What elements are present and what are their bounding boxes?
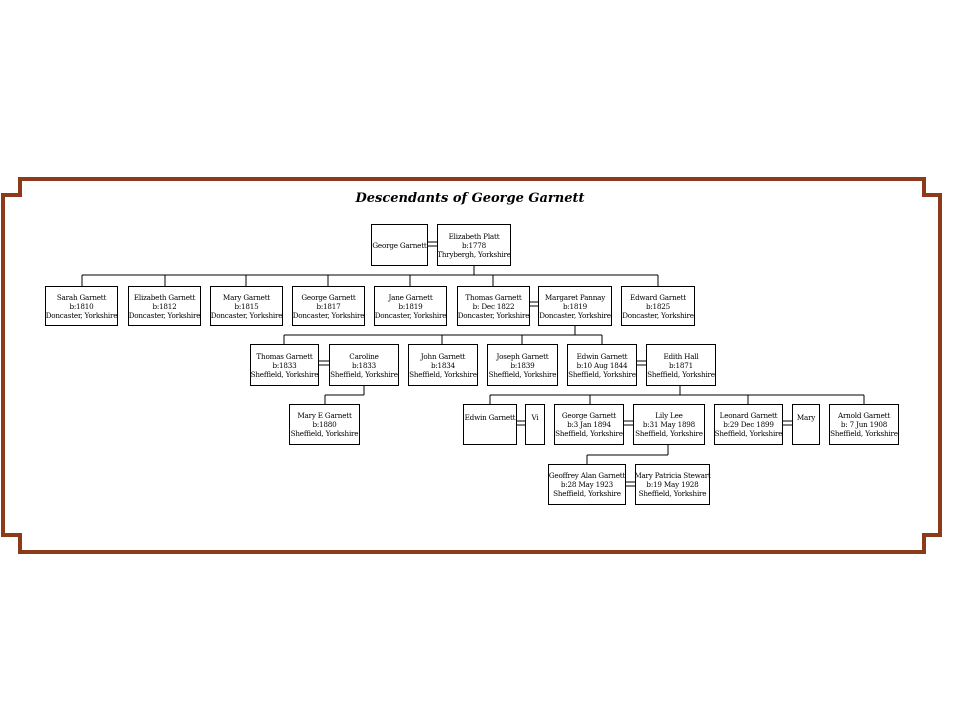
person-name: Mary Patricia Stewart bbox=[634, 471, 711, 480]
person-birth: b:1833 bbox=[351, 360, 377, 370]
person-birth: b: Dec 1822 bbox=[472, 301, 515, 311]
person-mary-wife[interactable]: Mary bbox=[792, 404, 820, 445]
person-place: Sheffield, Yorkshire bbox=[830, 429, 898, 438]
person-edward-garnett[interactable]: Edward Garnett b:1825 Doncaster, Yorkshi… bbox=[621, 286, 695, 326]
person-birth: b:1819 bbox=[398, 301, 423, 311]
person-place: Sheffield, Yorkshire bbox=[568, 369, 636, 379]
person-margaret-pannay[interactable]: Margaret Pannay b:1819 Doncaster, Yorksh… bbox=[538, 286, 612, 326]
person-name: Thomas Garnett bbox=[256, 351, 313, 361]
person-arnold-garnett[interactable]: Arnold Garnett b: 7 Jun 1908 Sheffield, … bbox=[829, 404, 899, 445]
person-place: Sheffield, Yorkshire bbox=[555, 429, 623, 438]
person-birth: b:1815 bbox=[234, 301, 259, 311]
person-edwin-garnett-jr[interactable]: Edwin Garnett bbox=[463, 404, 517, 445]
person-name: Jane Garnett bbox=[388, 292, 433, 302]
person-birth: b:1810 bbox=[69, 301, 94, 311]
person-place: Sheffield, Yorkshire bbox=[330, 369, 398, 379]
person-caroline[interactable]: Caroline b:1833 Sheffield, Yorkshire bbox=[329, 344, 399, 386]
person-birth: b:1812 bbox=[152, 301, 177, 311]
person-birth: b:1834 bbox=[430, 360, 456, 370]
person-name: Edwin Garnett bbox=[576, 351, 628, 361]
person-birth: b:1880 bbox=[312, 420, 337, 429]
person-sarah-garnett[interactable]: Sarah Garnett b:1810 Doncaster, Yorkshir… bbox=[45, 286, 118, 326]
person-birth: b:28 May 1923 bbox=[560, 480, 614, 489]
person-place: Doncaster, Yorkshire bbox=[374, 310, 447, 320]
person-mary-garnett[interactable]: Mary Garnett b:1815 Doncaster, Yorkshire bbox=[210, 286, 283, 326]
person-place: Doncaster, Yorkshire bbox=[622, 310, 694, 320]
person-leonard-garnett[interactable]: Leonard Garnett b:29 Dec 1899 Sheffield,… bbox=[714, 404, 783, 445]
person-birth: b:10 Aug 1844 bbox=[576, 360, 628, 370]
person-birth: b:1778 bbox=[461, 240, 487, 250]
person-birth: b:1871 bbox=[668, 360, 694, 370]
chart-title: Descendants of George Garnett bbox=[355, 191, 585, 206]
person-elizabeth-platt[interactable]: Elizabeth Platt b:1778 Thrybergh, Yorksh… bbox=[437, 224, 511, 266]
person-birth: b:1819 bbox=[562, 301, 588, 311]
person-mary-e-garnett[interactable]: Mary E Garnett b:1880 Sheffield, Yorkshi… bbox=[289, 404, 360, 445]
person-birth: b:31 May 1898 bbox=[642, 420, 696, 429]
person-edwin-garnett-1844[interactable]: Edwin Garnett b:10 Aug 1844 Sheffield, Y… bbox=[567, 344, 637, 386]
person-mary-patricia-stewart[interactable]: Mary Patricia Stewart b:19 May 1928 Shef… bbox=[634, 464, 711, 505]
person-name: Joseph Garnett bbox=[496, 351, 549, 361]
person-birth: b:1839 bbox=[510, 360, 535, 370]
person-birth: b:1833 bbox=[272, 360, 297, 370]
person-name: Elizabeth Platt bbox=[448, 231, 500, 241]
person-place: Sheffield, Yorkshire bbox=[290, 429, 359, 438]
person-place: Sheffield, Yorkshire bbox=[488, 369, 557, 379]
person-name: George Garnett bbox=[372, 240, 427, 250]
person-place: Doncaster, Yorkshire bbox=[457, 310, 530, 320]
person-place: Sheffield, Yorkshire bbox=[635, 429, 703, 438]
person-vi[interactable]: Vi bbox=[525, 404, 545, 445]
person-place: Doncaster, Yorkshire bbox=[45, 310, 118, 320]
person-place: Sheffield, Yorkshire bbox=[553, 489, 621, 498]
person-name: Mary bbox=[796, 413, 816, 422]
person-name: Caroline bbox=[349, 351, 379, 361]
person-thomas-garnett-1833[interactable]: Thomas Garnett b:1833 Sheffield, Yorkshi… bbox=[250, 344, 319, 386]
person-lily-lee[interactable]: Lily Lee b:31 May 1898 Sheffield, Yorksh… bbox=[633, 404, 705, 445]
person-name: George Garnett bbox=[561, 411, 617, 420]
person-name: Geoffrey Alan Garnett bbox=[548, 471, 626, 480]
person-name: Mary Garnett bbox=[222, 292, 271, 302]
person-place: Sheffield, Yorkshire bbox=[638, 489, 707, 498]
person-name: George Garnett bbox=[301, 292, 356, 302]
person-george-garnett-1894[interactable]: George Garnett b:3 Jan 1894 Sheffield, Y… bbox=[554, 404, 624, 445]
person-place: Doncaster, Yorkshire bbox=[128, 310, 201, 320]
person-birth: b:1817 bbox=[316, 301, 341, 311]
person-name: Edwin Garnett bbox=[464, 413, 516, 422]
person-name: Arnold Garnett bbox=[837, 411, 891, 420]
person-thomas-garnett-1822[interactable]: Thomas Garnett b: Dec 1822 Doncaster, Yo… bbox=[457, 286, 530, 326]
person-joseph-garnett[interactable]: Joseph Garnett b:1839 Sheffield, Yorkshi… bbox=[487, 344, 558, 386]
person-place: Sheffield, Yorkshire bbox=[714, 429, 783, 438]
person-elizabeth-garnett[interactable]: Elizabeth Garnett b:1812 Doncaster, York… bbox=[128, 286, 201, 326]
person-george-garnett-1817[interactable]: George Garnett b:1817 Doncaster, Yorkshi… bbox=[292, 286, 365, 326]
person-place: Doncaster, Yorkshire bbox=[292, 310, 365, 320]
person-birth: b:3 Jan 1894 bbox=[567, 420, 611, 429]
person-birth: b:1825 bbox=[645, 301, 671, 311]
person-george-garnett-sr[interactable]: George Garnett bbox=[371, 224, 428, 266]
person-name: Lily Lee bbox=[655, 411, 683, 420]
person-place: Sheffield, Yorkshire bbox=[409, 369, 477, 379]
person-name: Edward Garnett bbox=[630, 292, 686, 302]
person-place: Doncaster, Yorkshire bbox=[210, 310, 283, 320]
person-jane-garnett[interactable]: Jane Garnett b:1819 Doncaster, Yorkshire bbox=[374, 286, 447, 326]
person-place: Sheffield, Yorkshire bbox=[250, 369, 319, 379]
person-place: Sheffield, Yorkshire bbox=[647, 369, 715, 379]
person-name: Leonard Garnett bbox=[719, 411, 778, 420]
person-place: Thrybergh, Yorkshire bbox=[437, 249, 511, 259]
person-edith-hall[interactable]: Edith Hall b:1871 Sheffield, Yorkshire bbox=[646, 344, 716, 386]
person-place: Doncaster, Yorkshire bbox=[539, 310, 611, 320]
person-john-garnett[interactable]: John Garnett b:1834 Sheffield, Yorkshire bbox=[408, 344, 478, 386]
person-name: Margaret Pannay bbox=[544, 292, 606, 302]
person-name: Mary E Garnett bbox=[297, 411, 352, 420]
person-name: Elizabeth Garnett bbox=[133, 292, 196, 302]
person-geoffrey-alan-garnett[interactable]: Geoffrey Alan Garnett b:28 May 1923 Shef… bbox=[548, 464, 626, 505]
person-birth: b: 7 Jun 1908 bbox=[840, 420, 888, 429]
person-name: Thomas Garnett bbox=[465, 292, 522, 302]
person-name: Vi bbox=[531, 413, 539, 422]
person-name: Edith Hall bbox=[663, 351, 699, 361]
person-name: Sarah Garnett bbox=[56, 292, 107, 302]
person-name: John Garnett bbox=[420, 351, 466, 361]
person-birth: b:29 Dec 1899 bbox=[723, 420, 774, 429]
person-birth: b:19 May 1928 bbox=[646, 480, 699, 489]
